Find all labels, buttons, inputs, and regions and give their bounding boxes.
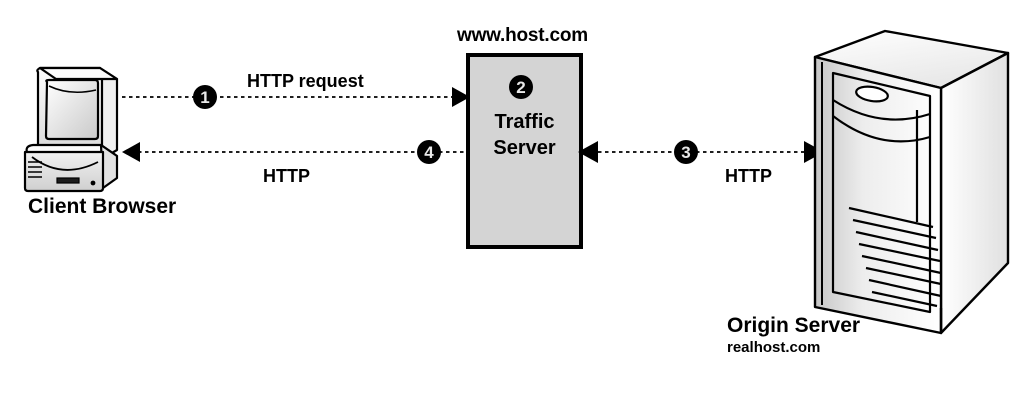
flow-1-arrow [122, 87, 470, 107]
server-tower-icon [813, 29, 1010, 335]
step-badge-3: 3 [674, 140, 698, 164]
flow-3-label: HTTP [725, 166, 772, 186]
flow-4-arrow [122, 142, 468, 162]
flow-3-arrow [578, 141, 824, 163]
step-badge-4: 4 [417, 140, 441, 164]
step-badge-2: 2 [509, 75, 533, 99]
desktop-computer-icon [23, 66, 119, 193]
origin-server-label: Origin Server [727, 314, 861, 337]
flow-4-label: HTTP [263, 166, 310, 186]
traffic-server-hostname-label: www.host.com [457, 25, 588, 46]
flow-1-label: HTTP request [247, 71, 364, 91]
step-badge-1-text: 1 [200, 88, 209, 107]
traffic-server-label-line2: Server [493, 136, 556, 159]
traffic-server-box-label: Traffic Server [468, 110, 581, 161]
client-browser-label: Client Browser [28, 195, 177, 218]
traffic-server-label-line1: Traffic [494, 111, 555, 133]
step-badge-2-text: 2 [516, 78, 525, 97]
step-badge-1: 1 [193, 85, 217, 109]
step-badge-4-text: 4 [424, 143, 434, 162]
step-badge-3-text: 3 [681, 143, 690, 162]
origin-server-hostname-label: realhost.com [727, 339, 821, 356]
